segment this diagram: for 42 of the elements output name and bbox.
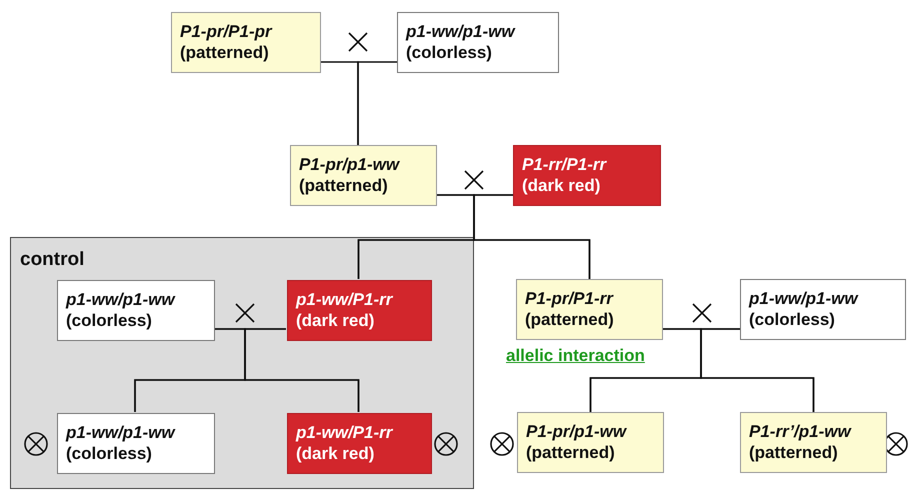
genotype-text: p1-ww/P1-rr: [296, 290, 394, 310]
phenotype-text: (colorless): [406, 42, 493, 63]
genotype-box: [290, 145, 437, 206]
genotype-text: P1-rr’/p1-ww: [749, 422, 852, 442]
genotype-text: p1-ww/p1-ww: [749, 289, 860, 310]
genotype-text: p1-ww/p1-ww: [66, 290, 176, 310]
genotype-box: [740, 412, 887, 473]
panel-title: control: [20, 249, 84, 271]
phenotype-text: (colorless): [66, 444, 153, 464]
phenotype-text: (patterned): [525, 310, 615, 330]
genotype-box: [57, 413, 215, 474]
genotype-text: P1-pr/P1-rr: [525, 289, 615, 310]
connector-line: [357, 61, 397, 145]
phenotype-text: (patterned): [180, 42, 270, 63]
genotype-box: [740, 279, 906, 340]
genotype-text: p1-ww/p1-ww: [406, 22, 516, 42]
phenotype-text: (colorless): [66, 310, 153, 331]
annotation-link: allelic interaction: [506, 346, 645, 366]
group-panel: [10, 237, 474, 489]
phenotype-text: (colorless): [749, 310, 836, 330]
connector-line: [700, 328, 814, 412]
phenotype-text: (patterned): [749, 442, 839, 463]
phenotype-text: (dark red): [296, 310, 376, 331]
phenotype-text: (patterned): [299, 176, 389, 196]
genotype-box: [397, 12, 559, 73]
phenotype-text: (dark red): [296, 444, 376, 464]
genotype-text: P1-pr/P1-pr: [180, 22, 274, 42]
genotype-box: [287, 413, 432, 474]
genotype-box: [171, 12, 321, 73]
genotype-box: [513, 145, 661, 206]
phenotype-text: (patterned): [526, 442, 616, 463]
genotype-text: p1-ww/P1-rr: [296, 423, 394, 444]
genotype-text: P1-pr/p1-ww: [299, 155, 401, 176]
genotype-text: p1-ww/p1-ww: [66, 423, 176, 444]
genotype-box: [517, 412, 664, 473]
genotype-text: P1-rr/P1-rr: [522, 155, 608, 176]
connector-line: [244, 328, 360, 412]
connector-line: [473, 194, 590, 279]
phenotype-text: (dark red): [522, 176, 602, 196]
genotype-box: [287, 280, 432, 341]
genotype-box: [57, 280, 215, 341]
genotype-text: P1-pr/p1-ww: [526, 422, 628, 442]
